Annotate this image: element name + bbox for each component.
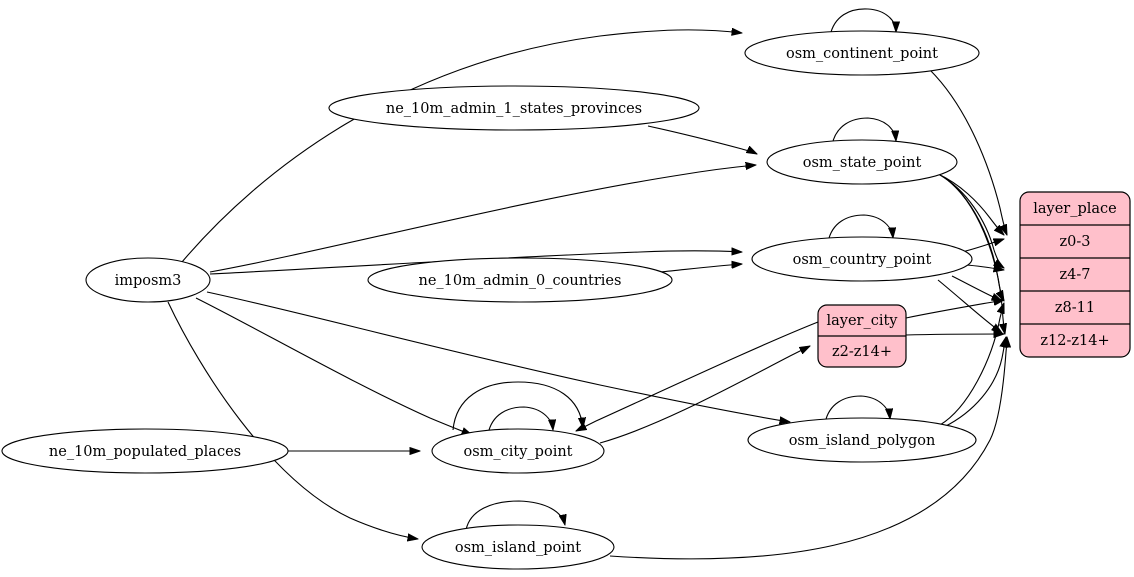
edge-osm_state_point-to-layer_place-z0-3 <box>937 173 1004 235</box>
node-osm_city_point[interactable]: osm_city_point <box>431 428 605 474</box>
edge-osm_island_polygon-to-layer_place-z12 <box>943 337 1006 428</box>
edge-osm_country_point-to-layer_place-z0-3 <box>961 239 1004 253</box>
node-label-osm-island-polygon: osm_island_polygon <box>789 433 936 449</box>
edge-imposm3-to-osm_island_polygon <box>206 291 790 422</box>
edge-layer_city-to-osm_city_point <box>576 321 819 431</box>
layer_place-row-z4-7[interactable]: z4-7 <box>1060 267 1091 283</box>
edge-layer_city-to-layer_place-z12 <box>905 334 1004 335</box>
node-osm_continent_point[interactable]: osm_continent_point <box>744 30 980 76</box>
layer_place-row-z8-11[interactable]: z8-11 <box>1055 300 1095 316</box>
edge-ne_countries-to-osm_country_point <box>659 264 742 273</box>
node-osm_state_point[interactable]: osm_state_point <box>766 139 958 185</box>
edge-layer_city-to-layer_place-z8-11 <box>905 300 1004 319</box>
record-layer_city[interactable]: layer_city z2-z14+ <box>817 304 907 368</box>
edge-osm_state_point-to-layer_place-z8-11 <box>941 175 1004 301</box>
edge-osm_island_polygon-to-layer_place-z8-11 <box>939 303 1004 426</box>
edge-ne_states-to-osm_state_point <box>647 125 757 154</box>
node-label-osm-city-point: osm_city_point <box>463 444 572 460</box>
node-osm_island_polygon[interactable]: osm_island_polygon <box>747 417 977 463</box>
arc-osm_city_point-outer <box>452 381 583 431</box>
edge-imposm3-to-osm_continent_point <box>181 30 742 263</box>
node-label-osm-continent-point: osm_continent_point <box>786 46 938 62</box>
node-osm_island_point[interactable]: osm_island_point <box>421 524 615 570</box>
selfloop-osm_island_polygon <box>824 395 890 424</box>
selfloop-osm_continent_point <box>829 8 896 37</box>
node-ne_10m_admin_0_countries[interactable]: ne_10m_admin_0_countries <box>367 257 673 303</box>
edge-osm_country_point-to-layer_place-z8-11 <box>951 275 1002 301</box>
edge-imposm3-to-osm_state_point <box>209 165 756 273</box>
nodes-layer: imposm3 ne_10m_admin_1_states_provinces … <box>1 30 980 570</box>
layer_place-box[interactable] <box>1019 191 1131 358</box>
layer_city-row-z2-z14[interactable]: z2-z14+ <box>832 344 892 360</box>
node-label-osm-country-point: osm_country_point <box>793 252 932 268</box>
node-label-osm-state-point: osm_state_point <box>803 155 922 171</box>
edge-osm_city_point-to-layer_city-z2 <box>599 346 810 444</box>
node-osm_country_point[interactable]: osm_country_point <box>751 236 973 282</box>
layer_place-row-z12-z14[interactable]: z12-z14+ <box>1040 333 1109 349</box>
edge-imposm3-to-osm_city_point <box>195 297 472 435</box>
edge-osm_state_point-to-layer_place-z12 <box>943 176 1005 334</box>
node-label-ne-populated: ne_10m_populated_places <box>49 444 241 460</box>
node-ne_10m_admin_1_states_provinces[interactable]: ne_10m_admin_1_states_provinces <box>328 85 700 131</box>
selfloop-osm_island_point <box>465 500 565 531</box>
edges-layer <box>167 8 1007 560</box>
node-ne_10m_populated_places[interactable]: ne_10m_populated_places <box>1 428 289 474</box>
edge-osm_island_point-to-layer_place-z12 <box>609 337 1007 560</box>
node-label-ne-states: ne_10m_admin_1_states_provinces <box>386 101 642 117</box>
layer_place-title: layer_place <box>1033 201 1117 217</box>
edge-imposm3-to-osm_island_point <box>167 301 418 539</box>
selfloop-osm_country_point <box>827 214 893 243</box>
selfloop-osm_city_point <box>487 406 553 435</box>
selfloop-osm_state_point <box>831 117 896 146</box>
node-imposm3[interactable]: imposm3 <box>85 257 211 303</box>
node-label-osm-island-point: osm_island_point <box>455 540 581 556</box>
node-label-ne-countries: ne_10m_admin_0_countries <box>419 273 622 289</box>
layer_city-title: layer_city <box>826 313 898 329</box>
layer_place-row-z0-3[interactable]: z0-3 <box>1060 234 1091 250</box>
record-layer_place[interactable]: layer_place z0-3 z4-7 z8-11 z12-z14+ <box>1019 191 1131 358</box>
edge-osm_country_point-to-layer_place-z12 <box>937 279 1002 333</box>
edge-imposm3-to-osm_country_point <box>209 251 742 275</box>
node-label-imposm3: imposm3 <box>115 273 182 289</box>
edge-osm_country_point-to-layer_place-z4-7 <box>965 265 1004 270</box>
